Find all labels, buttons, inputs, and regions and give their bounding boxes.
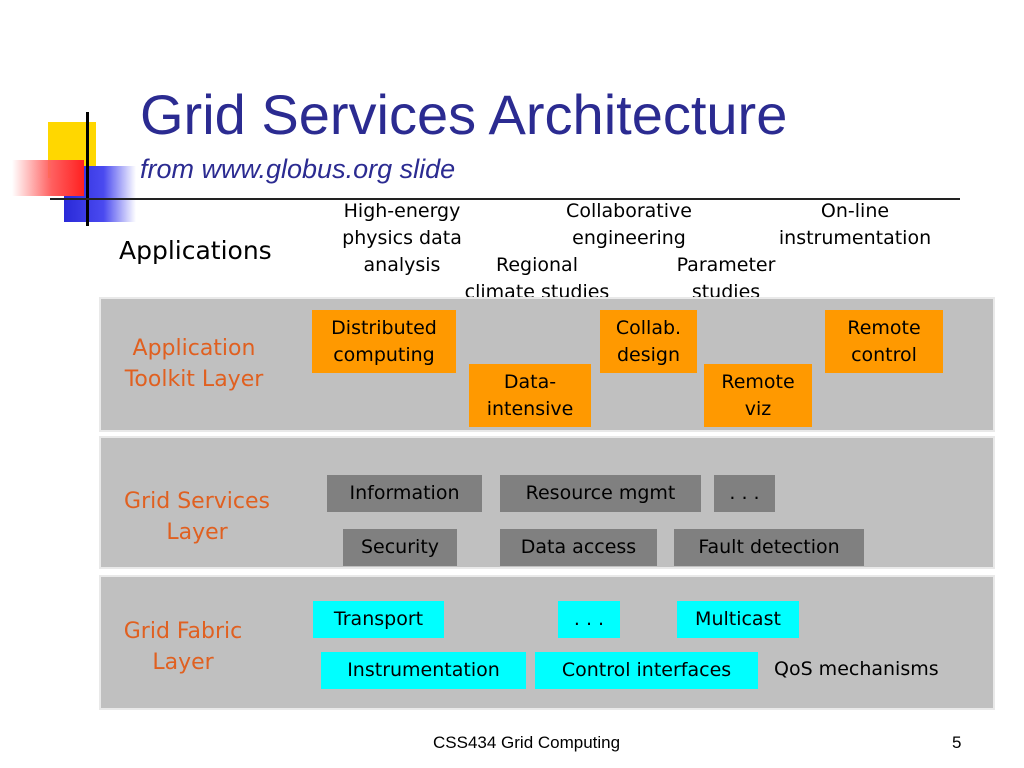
fabric-box-control-interfaces: Control interfaces [535,652,758,689]
footer-course-name: CSS434 Grid Computing [433,733,621,752]
fabric-box-transport: Transport [313,601,444,638]
fabric-box-ellipsis: . . . [558,601,620,638]
service-box-resource-mgmt: Resource mgmt [500,475,701,512]
logo-vertical-line [86,112,89,226]
service-box-fault-detection: Fault detection [674,529,864,566]
service-box-information: Information [327,475,482,512]
slide-page-number: 5 [952,733,962,752]
applications-label: Applications [119,236,272,265]
slide-subtitle: from www.globus.org slide [140,154,456,184]
fabric-qos-mechanisms: QoS mechanisms [774,658,939,680]
service-box-data-access: Data access [500,529,657,566]
service-box-ellipsis: . . . [714,475,775,512]
title-underline [50,198,960,200]
fabric-box-multicast: Multicast [677,601,799,638]
logo-red-square [12,160,84,196]
fabric-box-instrumentation: Instrumentation [321,652,526,689]
slide-title: Grid Services Architecture [140,83,788,146]
service-box-security: Security [343,529,457,566]
toolkit-box-data-intensive: Data-intensive [469,364,591,427]
toolkit-box-collab-design: Collab.design [600,310,697,373]
